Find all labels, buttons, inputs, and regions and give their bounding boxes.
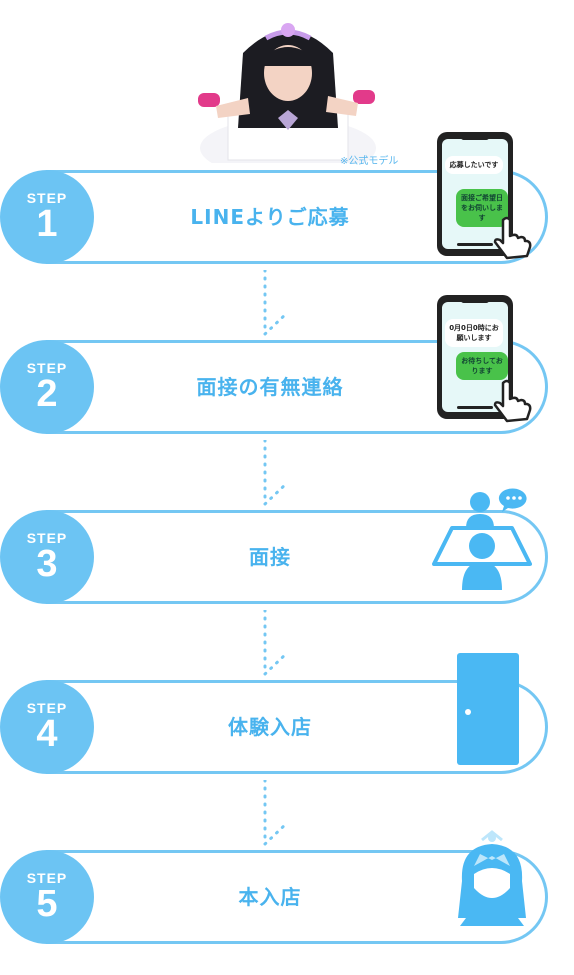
- step-number: 2: [36, 373, 58, 415]
- step-4-badge: STEP 4: [0, 680, 94, 774]
- step-connector: [263, 780, 290, 846]
- interview-icon: [432, 488, 532, 590]
- step-label: STEP: [26, 700, 68, 716]
- step-connector: [263, 440, 290, 506]
- model-caption: ※公式モデル: [340, 156, 399, 167]
- step-1-badge: STEP 1: [0, 170, 94, 264]
- model-photo: [198, 23, 376, 163]
- smartphone-tap-icon: 応募したいです 面接ご希望日をお伺いします: [437, 132, 532, 260]
- step-number: 3: [36, 543, 58, 585]
- smartphone-tap-icon: 0月0日0時にお願いします お待ちしております: [437, 295, 532, 423]
- step-2-title: 面接の有無連絡: [196, 375, 344, 399]
- girl-tiara-icon: [452, 830, 532, 926]
- hand-pointer-icon: [493, 216, 532, 260]
- step-connector: [263, 270, 290, 336]
- step-1-title: LINEよりご応募: [190, 205, 350, 229]
- step-5-badge: STEP 5: [0, 850, 94, 944]
- step-label: STEP: [26, 190, 68, 206]
- door-icon: [457, 653, 519, 765]
- chat-bubble-outgoing: 面接ご希望日をお伺いします: [456, 189, 508, 227]
- chat-bubble-incoming: 0月0日0時にお願いします: [445, 319, 503, 347]
- step-2-badge: STEP 2: [0, 340, 94, 434]
- step-label: STEP: [26, 360, 68, 376]
- step-3-badge: STEP 3: [0, 510, 94, 604]
- step-3-title: 面接: [249, 545, 291, 569]
- step-number: 5: [36, 883, 58, 925]
- step-connector: [263, 610, 290, 676]
- step-label: STEP: [26, 530, 68, 546]
- step-number: 1: [36, 203, 58, 245]
- step-5-title: 本入店: [238, 885, 302, 909]
- chat-bubble-outgoing: お待ちしております: [456, 352, 508, 380]
- hand-pointer-icon: [493, 379, 532, 423]
- step-label: STEP: [26, 870, 68, 886]
- chat-bubble-incoming: 応募したいです: [445, 156, 503, 174]
- step-4-title: 体験入店: [228, 715, 312, 739]
- step-number: 4: [36, 713, 58, 755]
